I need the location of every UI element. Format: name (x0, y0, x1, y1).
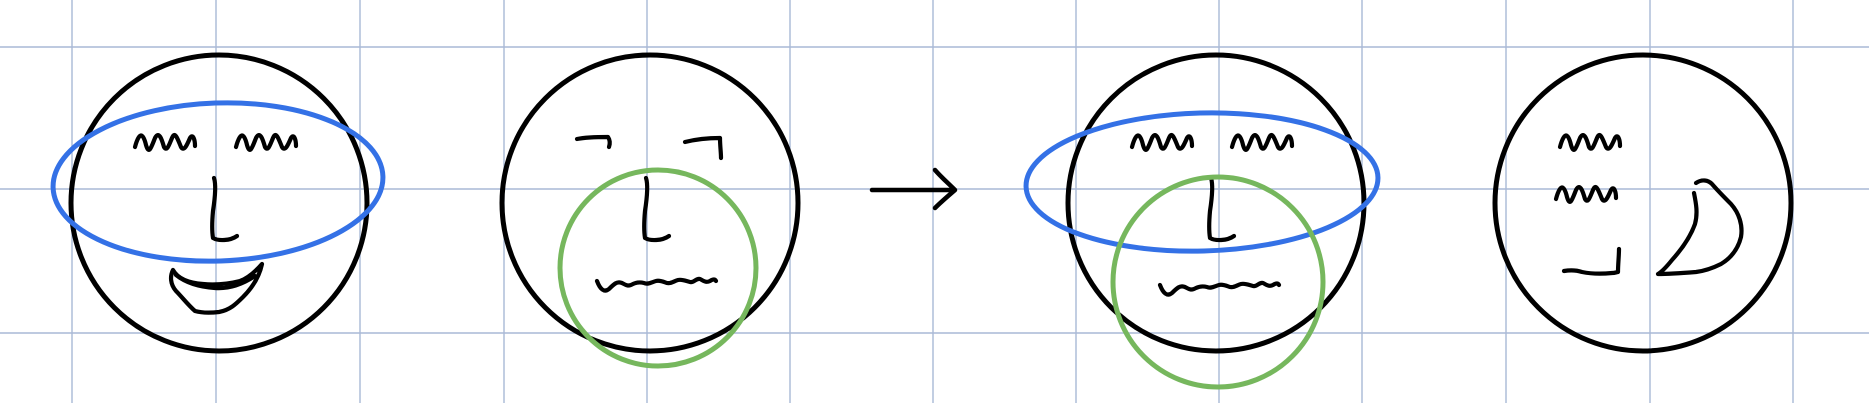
face-1-right-eye (233, 132, 299, 152)
face-2-mouth (594, 276, 719, 293)
face-2-left-eyebrow (574, 134, 612, 150)
face-3 (1023, 52, 1381, 390)
face-3-blue-ellipse (1023, 110, 1381, 254)
face-1-outline (68, 52, 370, 354)
face-4-top-eye (1557, 132, 1623, 152)
face-3-left-eye (1129, 132, 1195, 152)
face-2-green-circle (557, 167, 759, 369)
face-4-outline (1492, 52, 1794, 354)
transition-arrow (869, 167, 958, 211)
face-4-bottom-line (1561, 246, 1622, 276)
face-2 (499, 52, 801, 369)
face-3-green-circle (1110, 174, 1326, 390)
face-1 (50, 52, 386, 354)
face-1-blue-ellipse (50, 100, 386, 264)
face-4 (1492, 52, 1794, 354)
face-3-mouth (1157, 280, 1282, 297)
face-1-mouth (168, 261, 265, 315)
face-4-middle-eye (1553, 184, 1619, 204)
face-2-outline (499, 52, 801, 354)
face-2-right-eyebrow (682, 135, 724, 161)
face-1-mouth-inner (173, 272, 258, 291)
face-1-left-eye (132, 132, 198, 152)
face-3-nose (1207, 175, 1237, 243)
face-3-right-eye (1229, 132, 1295, 152)
face-1-nose (210, 175, 240, 243)
face-2-nose (642, 175, 672, 243)
right-arrow-icon (869, 167, 958, 211)
face-4-nose (1655, 178, 1744, 277)
